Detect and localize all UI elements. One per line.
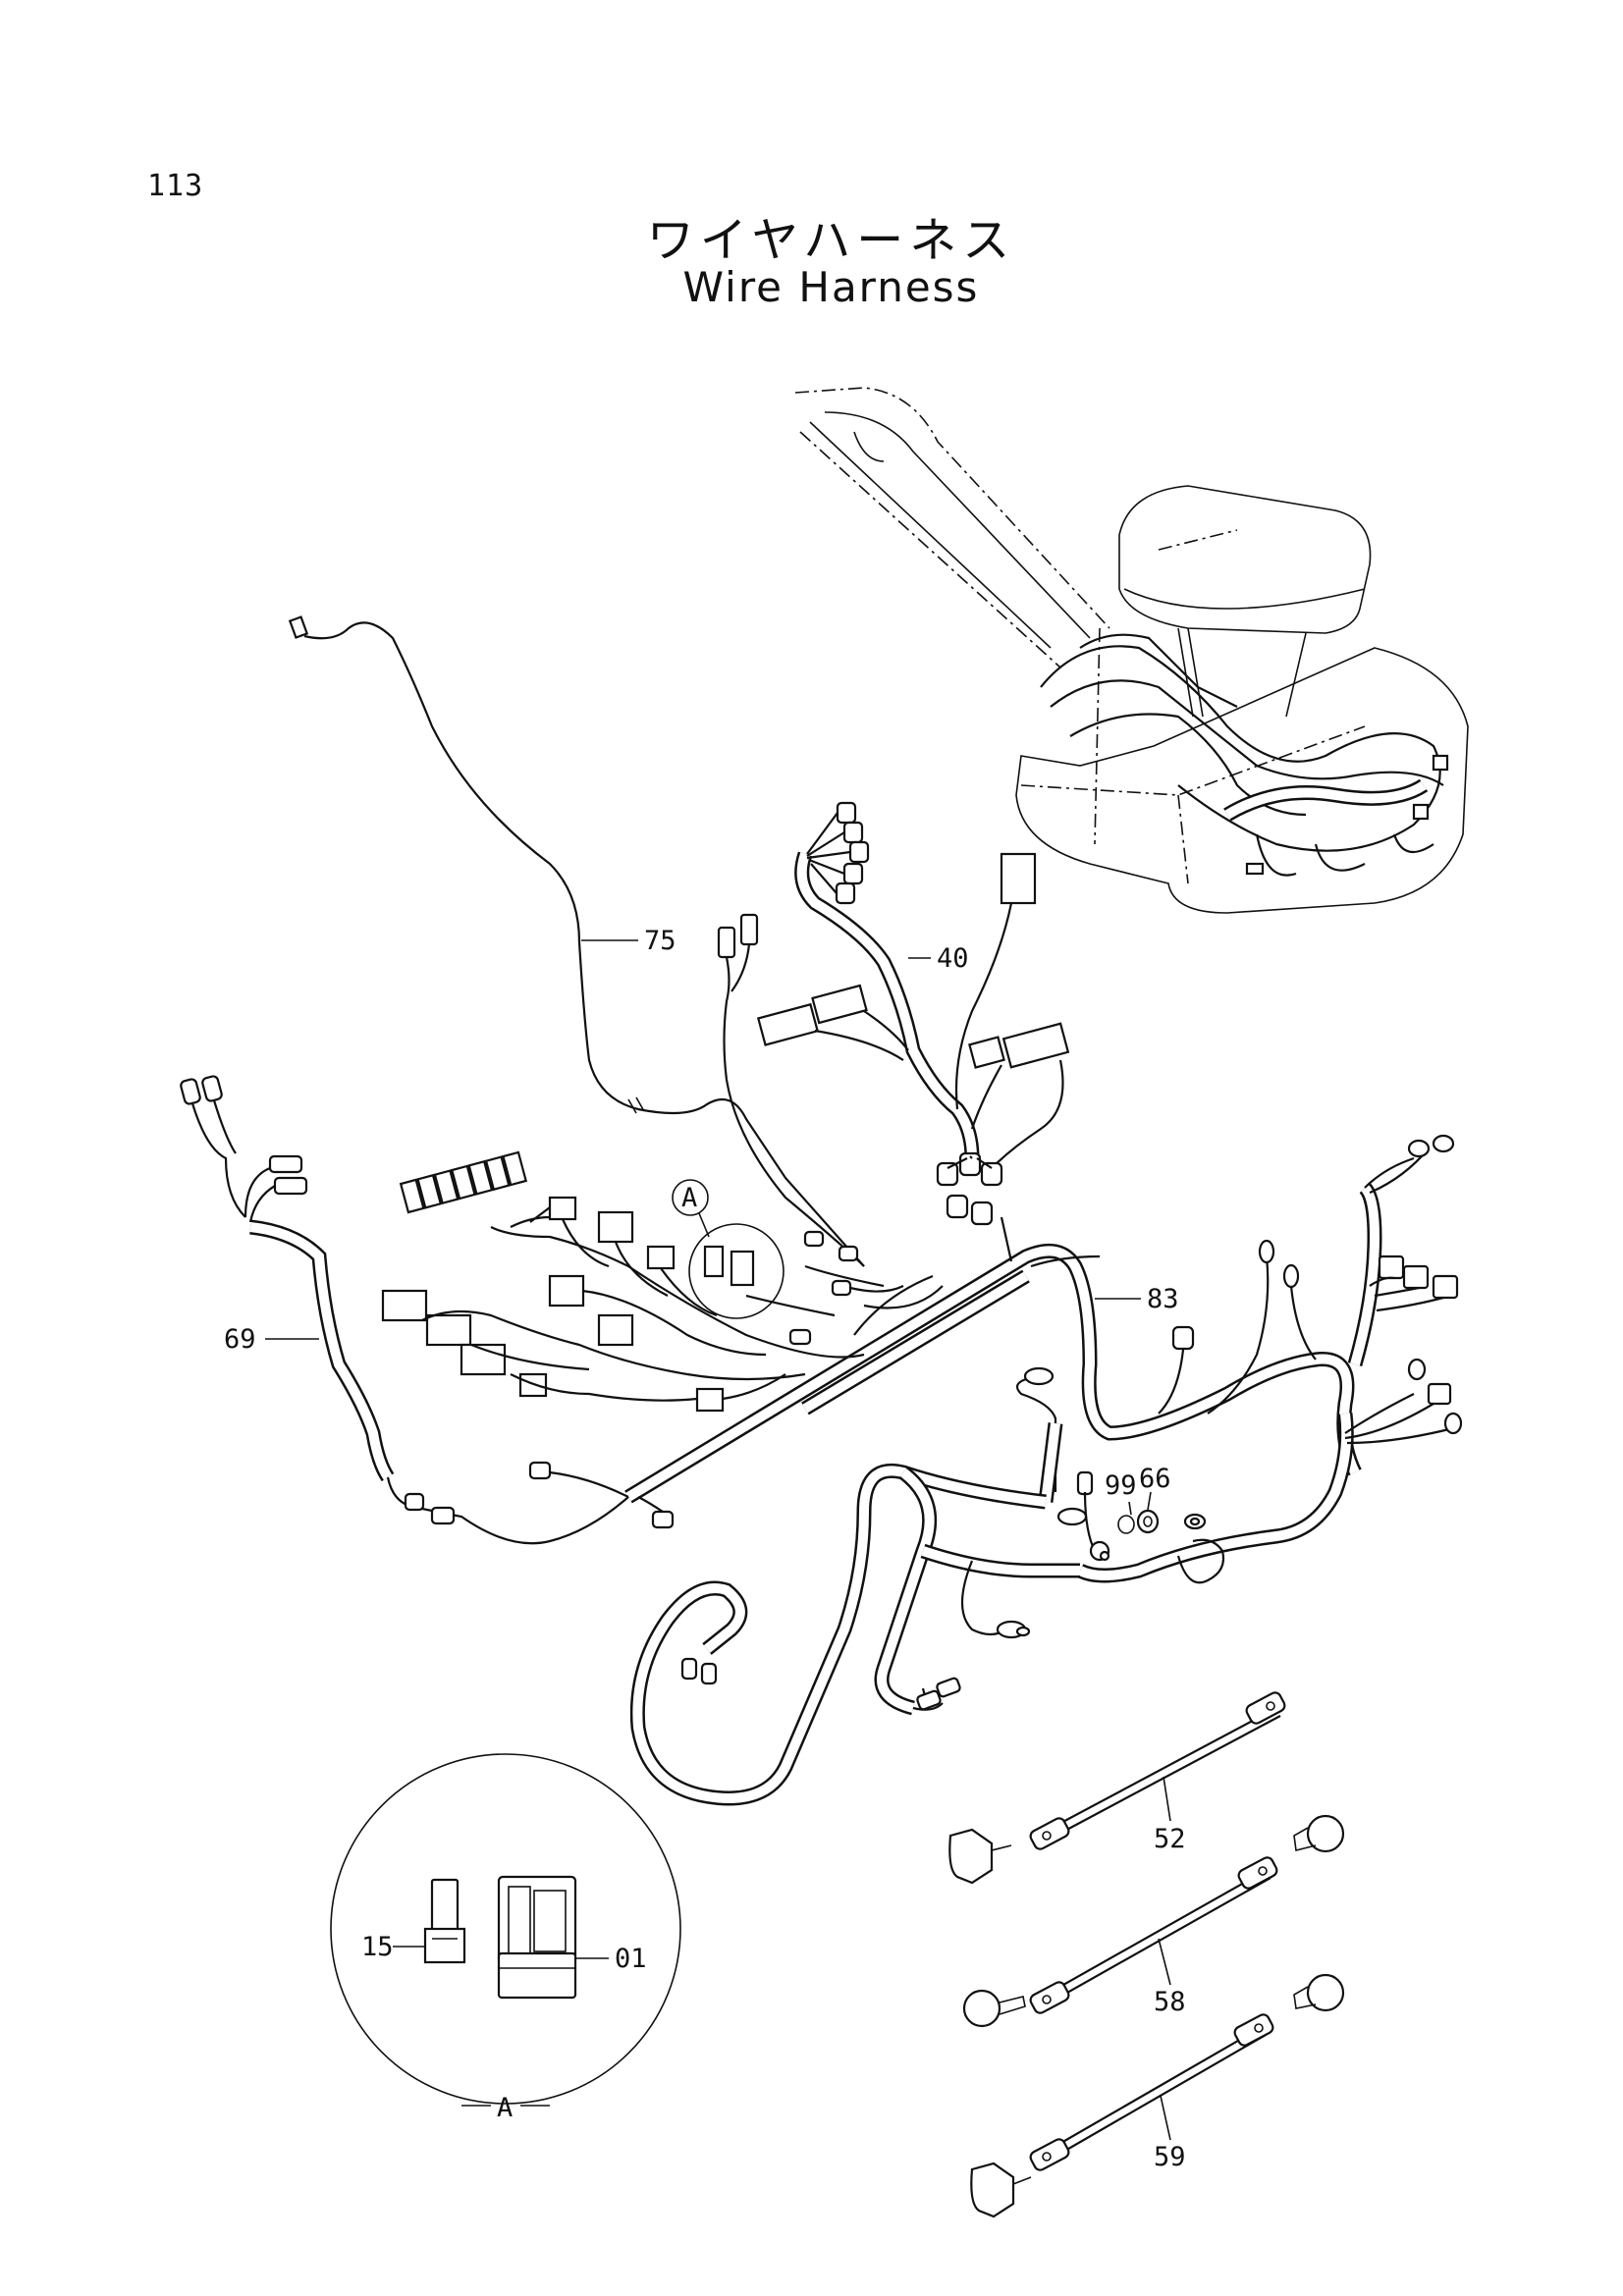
callout-69: 69 bbox=[224, 1324, 256, 1355]
callout-83: 83 bbox=[1147, 1284, 1179, 1314]
excavator-overview bbox=[794, 387, 1469, 914]
detail-reference-a: A bbox=[672, 1179, 784, 1319]
relay-15 bbox=[423, 1878, 466, 1964]
harness-69 bbox=[180, 1075, 629, 1545]
harness-40 bbox=[756, 801, 1070, 1226]
callout-99: 99 bbox=[1105, 1470, 1137, 1501]
title-japanese: ワイヤハーネス bbox=[646, 213, 1016, 268]
twin-plug-connector bbox=[717, 913, 865, 1267]
harness-83-main bbox=[624, 1216, 1362, 1504]
nut-66 bbox=[1136, 1491, 1160, 1534]
washer-99 bbox=[1117, 1501, 1135, 1534]
callout-75: 75 bbox=[644, 926, 676, 956]
battery-cable-58 bbox=[962, 1814, 1345, 2028]
callout-40: 40 bbox=[937, 943, 969, 974]
detail-ref-label: A bbox=[681, 1183, 697, 1213]
battery-cable-59 bbox=[970, 1973, 1345, 2218]
end-plug bbox=[651, 1510, 675, 1529]
callout-58: 58 bbox=[1154, 1987, 1186, 2017]
right-branches bbox=[1015, 1134, 1463, 1583]
lower-harness-loop bbox=[629, 1464, 1225, 1806]
relay-connector-block bbox=[381, 1150, 904, 1413]
title-english: Wire Harness bbox=[682, 263, 980, 311]
detail-a-inset bbox=[330, 1753, 681, 2107]
detail-caption-a: A bbox=[497, 2093, 513, 2123]
multi-plug-connectors bbox=[806, 801, 870, 905]
controller-01 bbox=[497, 1875, 577, 2000]
page-number: 113 bbox=[147, 169, 204, 203]
callout-59: 59 bbox=[1154, 2142, 1186, 2172]
harness-75 bbox=[288, 615, 865, 1267]
callout-52: 52 bbox=[1154, 1824, 1186, 1854]
callout-66: 66 bbox=[1139, 1464, 1171, 1494]
callout-15: 15 bbox=[361, 1932, 394, 1962]
end-plug bbox=[528, 1461, 552, 1480]
battery-cable-52 bbox=[948, 1691, 1286, 1885]
callout-01: 01 bbox=[615, 1944, 647, 1974]
